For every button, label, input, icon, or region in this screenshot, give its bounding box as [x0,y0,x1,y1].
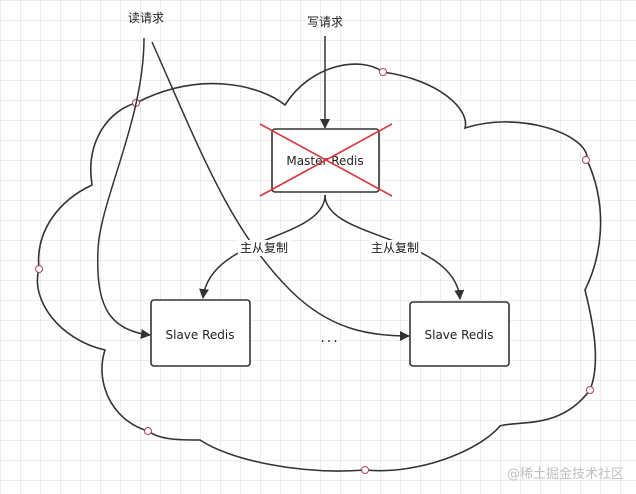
replication-label-bg-left [238,240,290,256]
write-request-label: 写请求 [307,15,343,29]
read-request-label: 读请求 [128,11,164,25]
cloud-handle [144,427,152,435]
cloud-shape [36,63,602,472]
cloud-handle [586,386,594,394]
watermark-text: @稀土掘金技术社区 [507,466,624,482]
replication-label-bg-right [369,240,421,256]
cloud-handle [361,466,369,474]
slave-redis-label-right: Slave Redis [425,328,494,342]
ellipsis-text: ... [320,330,339,346]
replication-arrow-left [199,194,326,299]
cloud-handle [379,68,387,76]
slave-redis-label-left: Slave Redis [166,328,235,342]
replication-arrow-right [324,194,465,300]
cloud-handle [35,265,43,273]
master-cross-line [259,123,393,197]
replication-label-right: 主从复制 [371,241,419,255]
read-request-line-left [96,37,151,339]
replication-label-left: 主从复制 [240,241,288,255]
read-request-line-right [151,41,410,341]
slave-redis-box-right [409,301,510,367]
slave-redis-box-left [150,299,251,367]
cloud-handle [582,156,590,164]
